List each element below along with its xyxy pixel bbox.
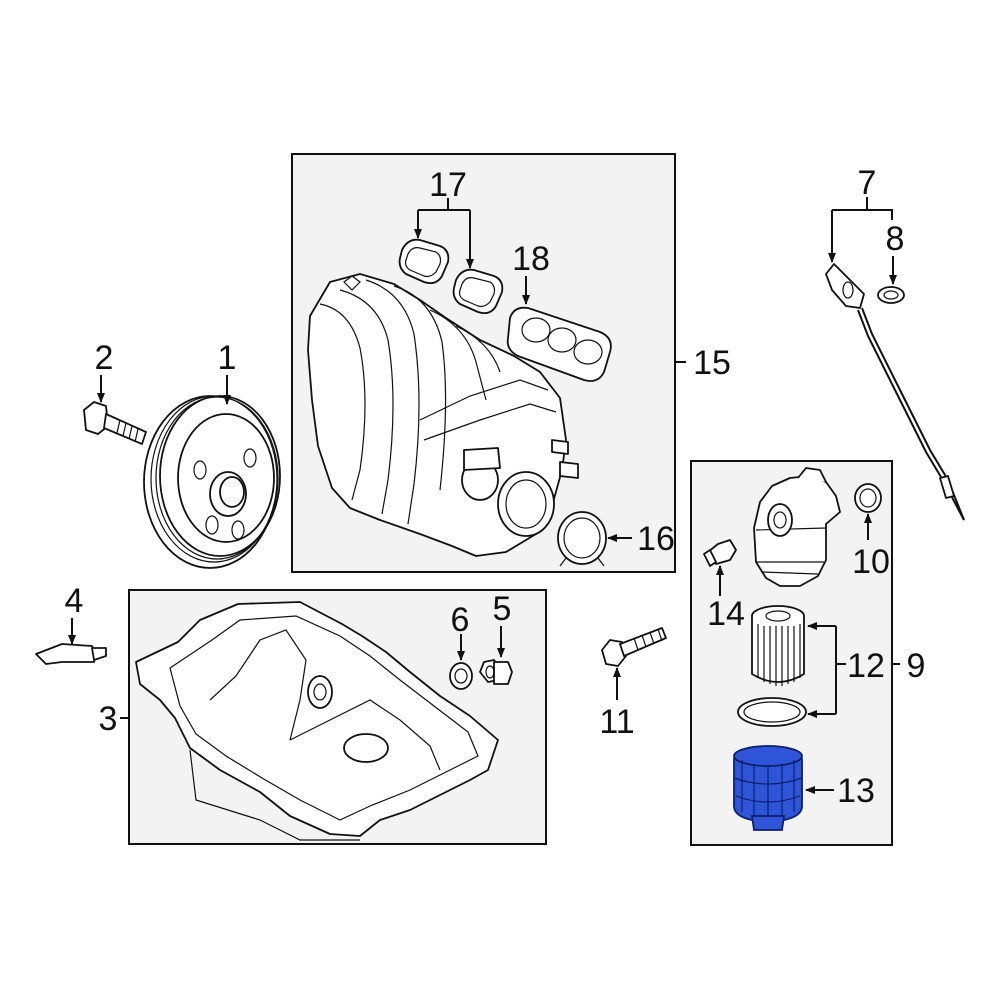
intake-gasket-set-part[interactable] bbox=[506, 306, 612, 382]
sealant-tube-part[interactable] bbox=[35, 643, 107, 665]
housing-bolt-part[interactable] bbox=[601, 627, 667, 667]
callout-15: 15 bbox=[693, 344, 731, 382]
crankshaft-pulley-part[interactable] bbox=[143, 395, 281, 569]
dipstick-part[interactable] bbox=[825, 263, 965, 521]
throttle-body-gasket-part[interactable] bbox=[557, 511, 607, 567]
callout-4: 4 bbox=[65, 582, 84, 620]
oil-filter-element-part[interactable] bbox=[751, 605, 805, 686]
callout-8: 8 bbox=[886, 220, 905, 258]
drain-plug-part[interactable] bbox=[479, 659, 513, 685]
dipstick-o-ring-part[interactable] bbox=[877, 286, 905, 304]
drain-plug-gasket-part[interactable] bbox=[449, 662, 473, 690]
callout-labels: 1 2 3 4 5 6 7 8 9 10 11 12 13 14 15 16 1… bbox=[65, 164, 926, 810]
leader-lines bbox=[68, 197, 900, 794]
callout-9: 9 bbox=[907, 647, 926, 685]
callout-11: 11 bbox=[599, 703, 634, 741]
oil-pan-part[interactable] bbox=[135, 601, 499, 841]
oil-filter-cap-part-highlighted[interactable] bbox=[733, 745, 803, 831]
intake-gasket-left-part[interactable] bbox=[398, 238, 450, 285]
callout-14: 14 bbox=[707, 595, 745, 633]
callout-1: 1 bbox=[218, 339, 237, 377]
callout-18: 18 bbox=[512, 240, 550, 278]
callout-17: 17 bbox=[429, 166, 467, 204]
callout-2: 2 bbox=[95, 339, 114, 377]
housing-gasket-part[interactable] bbox=[854, 483, 882, 513]
callout-16: 16 bbox=[637, 520, 675, 558]
callout-5: 5 bbox=[493, 590, 512, 628]
intake-gasket-right-part[interactable] bbox=[452, 268, 504, 315]
intake-manifold-part[interactable] bbox=[307, 273, 579, 557]
filter-o-ring-part[interactable] bbox=[737, 697, 807, 727]
oil-pressure-sensor-part[interactable] bbox=[703, 539, 737, 567]
pulley-bolt-part[interactable] bbox=[83, 401, 147, 445]
callout-3: 3 bbox=[99, 700, 118, 738]
callout-7: 7 bbox=[858, 164, 877, 202]
callout-12: 12 bbox=[847, 647, 885, 685]
callout-10: 10 bbox=[852, 543, 890, 581]
oil-filter-housing-part[interactable] bbox=[753, 467, 841, 587]
callout-13: 13 bbox=[837, 772, 875, 810]
callout-6: 6 bbox=[451, 601, 470, 639]
